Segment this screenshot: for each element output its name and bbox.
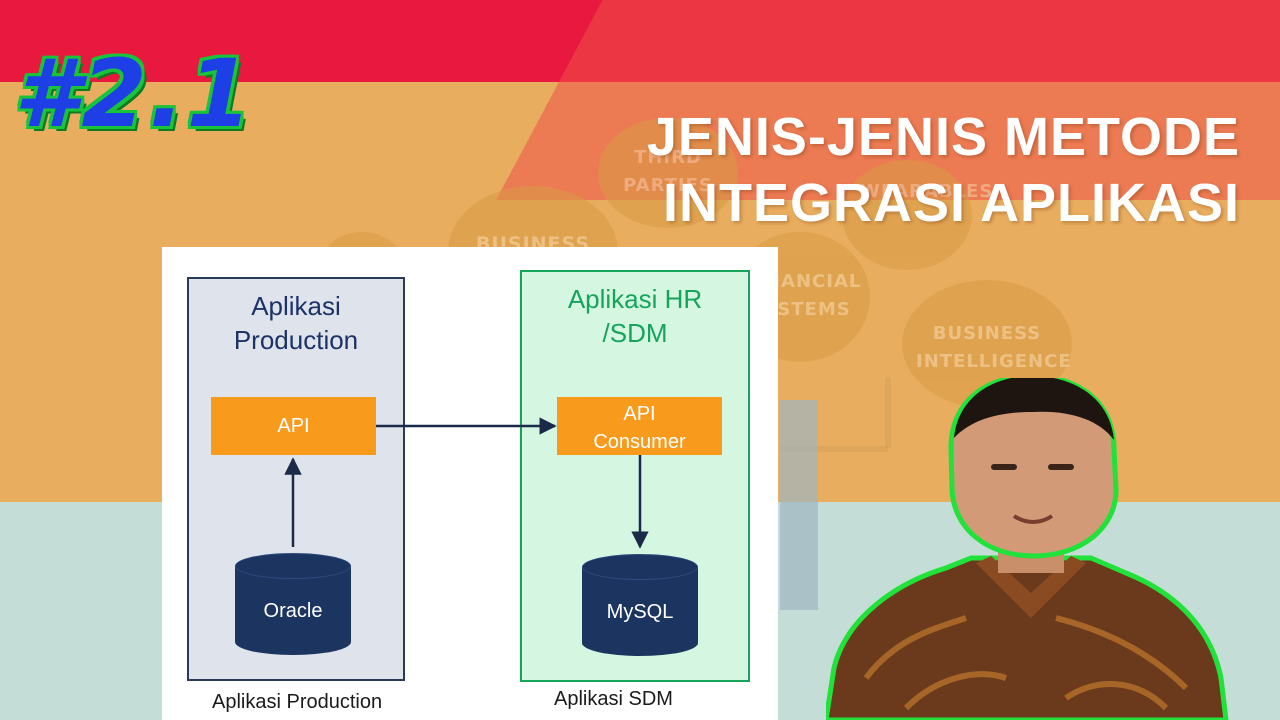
bubble-third-parties: THIRD PARTIES bbox=[598, 118, 738, 228]
presenter-cutout bbox=[826, 378, 1229, 720]
presenter-left-eye bbox=[991, 464, 1017, 470]
diagram-arrows bbox=[284, 417, 649, 549]
api-consumer-line1: API bbox=[623, 403, 656, 425]
background-connector-line bbox=[885, 378, 891, 448]
mysql-db-top bbox=[582, 554, 698, 580]
video-title: JENIS-JENIS METODE INTEGRASI APLIKASI bbox=[540, 104, 1240, 236]
hr-system-title-line1: Aplikasi HR bbox=[567, 284, 703, 314]
presenter-right-eye bbox=[1048, 464, 1074, 470]
background-connector-line-horizontal bbox=[780, 446, 888, 452]
mysql-db-label: MySQL bbox=[606, 601, 674, 623]
bubble-wearables: WEARABLES bbox=[842, 160, 994, 270]
episode-number: #2.1 bbox=[14, 40, 254, 149]
video-title-line2: INTEGRASI APLIKASI bbox=[662, 173, 1240, 233]
presenter-head bbox=[948, 378, 1119, 559]
oracle-db-top bbox=[235, 553, 351, 579]
production-system-title: Aplikasi Production bbox=[189, 289, 403, 357]
sdm-caption: Aplikasi SDM bbox=[554, 688, 673, 710]
oracle-db-label: Oracle bbox=[263, 600, 323, 622]
bubble-third-parties-text: THIRD PARTIES bbox=[623, 147, 713, 196]
hr-system-box: Aplikasi HR /SDM bbox=[520, 270, 750, 682]
hr-system-title-line2: /SDM bbox=[602, 318, 668, 348]
production-system-title-line1: Aplikasi bbox=[251, 291, 341, 321]
api-consumer-line2: Consumer bbox=[593, 431, 686, 453]
api-consumer-box: API Consumer bbox=[557, 397, 722, 455]
presenter-shoulders bbox=[826, 555, 1229, 720]
production-system-title-line2: Production bbox=[233, 325, 359, 355]
presenter-batik-pattern bbox=[863, 615, 1189, 711]
mysql-database-cylinder: MySQL bbox=[582, 554, 698, 656]
production-caption: Aplikasi Production bbox=[212, 691, 383, 713]
presenter-mouth bbox=[1012, 514, 1054, 524]
oracle-database-cylinder: Oracle bbox=[235, 553, 351, 655]
integration-diagram-slide: Aplikasi Production Aplikasi HR /SDM API… bbox=[162, 247, 778, 720]
hr-system-title: Aplikasi HR /SDM bbox=[522, 282, 748, 350]
presenter-hair bbox=[954, 378, 1114, 440]
background-monitor-edge bbox=[780, 400, 818, 610]
bubble-wearables-text: WEARABLES bbox=[860, 181, 994, 202]
bubble-business-intelligence-text: BUSINESS INTELLIGENCE bbox=[916, 323, 1072, 372]
production-api-box: API bbox=[211, 397, 376, 455]
video-title-line1: JENIS-JENIS METODE bbox=[646, 107, 1240, 167]
